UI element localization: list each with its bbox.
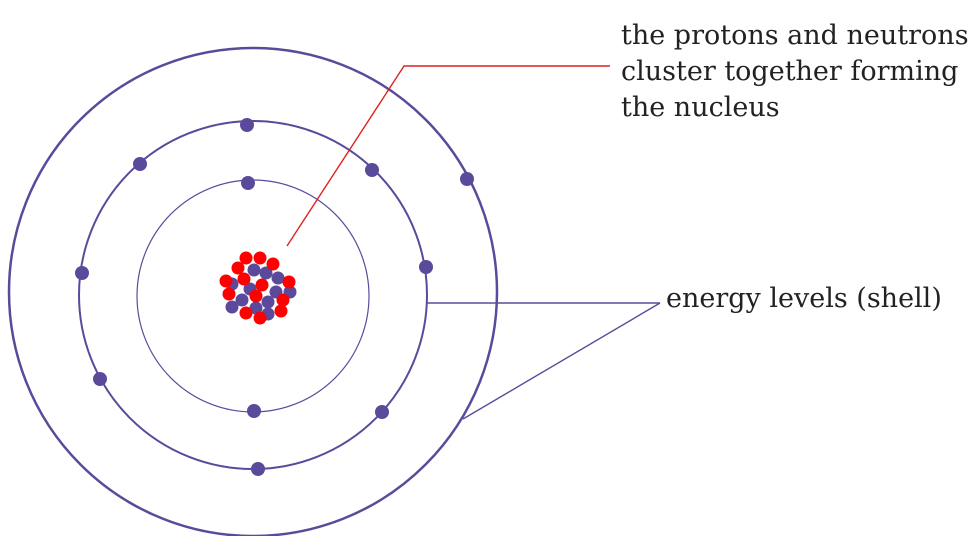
- nucleus-label-line1: the protons and neutrons: [621, 20, 969, 51]
- proton: [232, 262, 245, 275]
- electron: [365, 163, 379, 177]
- proton: [283, 276, 296, 289]
- nucleus-label-line2: cluster together forming: [621, 56, 958, 87]
- proton: [267, 258, 280, 271]
- proton: [256, 279, 269, 292]
- electron: [419, 260, 433, 274]
- electron: [93, 372, 107, 386]
- electron: [240, 118, 254, 132]
- electron: [247, 404, 261, 418]
- proton: [254, 312, 267, 325]
- proton: [275, 305, 288, 318]
- electron: [75, 266, 89, 280]
- neutron: [248, 264, 261, 277]
- proton: [220, 275, 233, 288]
- nucleus-leader-line: [287, 66, 610, 246]
- proton: [250, 290, 263, 303]
- protons: [220, 252, 296, 325]
- electron: [133, 157, 147, 171]
- proton: [254, 252, 267, 265]
- electron: [251, 462, 265, 476]
- proton: [277, 294, 290, 307]
- electron: [241, 176, 255, 190]
- neutron: [226, 301, 239, 314]
- shell-label: energy levels (shell): [666, 283, 942, 314]
- nucleus-label-line3: the nucleus: [621, 92, 780, 123]
- neutron: [262, 296, 275, 309]
- proton: [223, 288, 236, 301]
- proton: [238, 273, 251, 286]
- electron: [460, 172, 474, 186]
- electron: [375, 405, 389, 419]
- shell-leader-line-outer: [463, 303, 660, 419]
- nucleus: [220, 252, 297, 325]
- proton: [240, 307, 253, 320]
